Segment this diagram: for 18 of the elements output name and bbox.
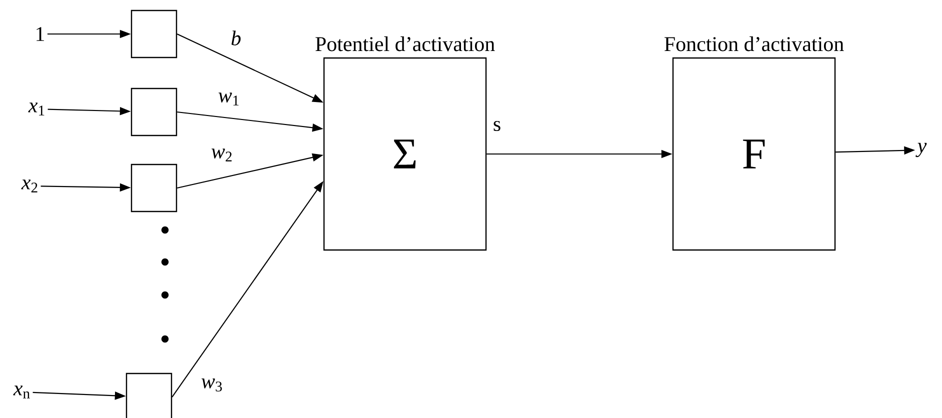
edge-label: w$_{2}$ — [212, 148, 232, 162]
input-label: y — [916, 142, 927, 158]
weight-box — [130, 10, 178, 58]
process-box: Σ — [323, 57, 487, 251]
edge-label: s — [494, 120, 500, 132]
weight-box — [130, 164, 178, 212]
input-label: x$_{2}$ — [21, 180, 38, 192]
edge-label: w$_{3}$ — [202, 378, 222, 392]
process-box: F — [672, 57, 836, 251]
input-label: x$_{n}$ — [13, 386, 30, 398]
input-label: x$_{1}$ — [28, 102, 44, 116]
edge-label: b — [232, 30, 241, 46]
box-heading: Fonction d’activation — [664, 36, 844, 52]
input-label: 1 — [36, 27, 44, 41]
weight-box — [126, 372, 172, 418]
box-heading: Potentiel d’activation — [316, 36, 495, 52]
weight-box — [130, 88, 178, 136]
edge-label: w$_{1}$ — [218, 92, 239, 106]
